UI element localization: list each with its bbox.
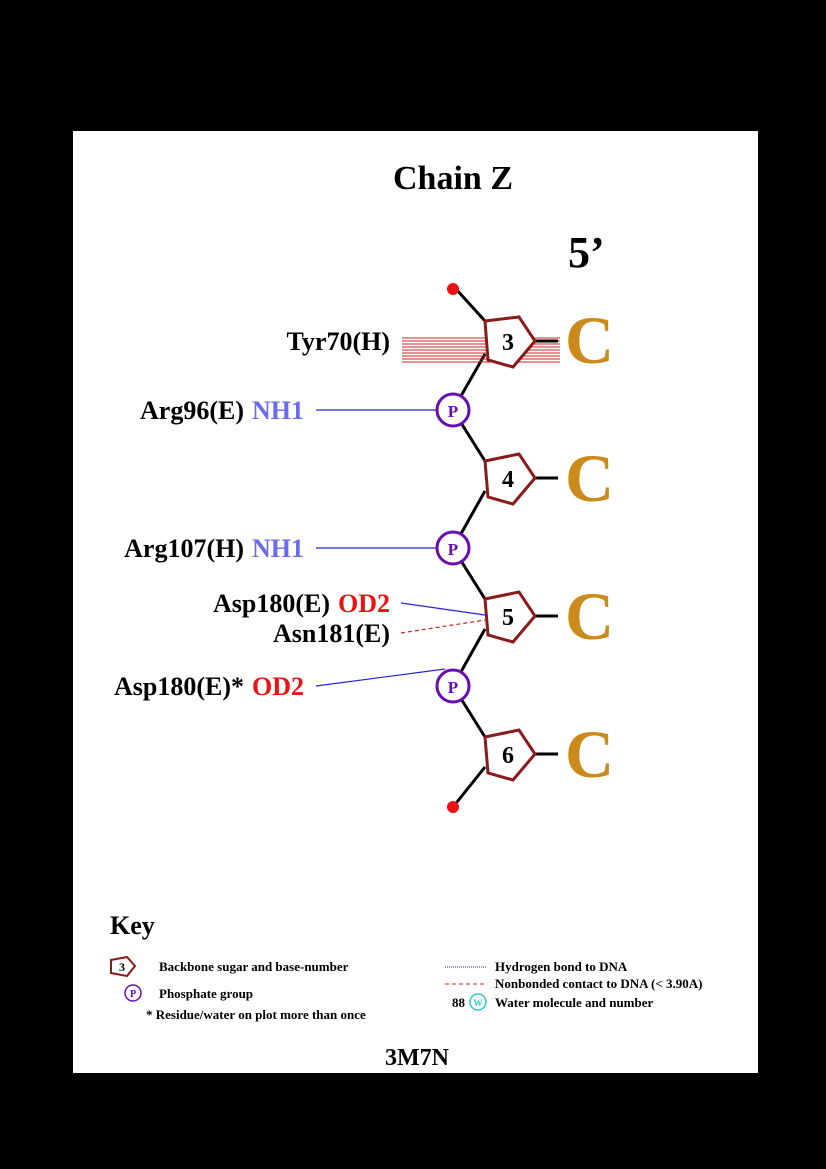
atom-name: OD2 (338, 589, 390, 618)
key-water-letter: W (474, 998, 483, 1008)
five-prime-label: 5’ (568, 228, 605, 277)
sugar-pentagon-4 (483, 452, 537, 506)
key-water-text: Water molecule and number (495, 995, 654, 1010)
sugar-pentagon-3 (483, 315, 537, 369)
key-sugar-number: 3 (119, 960, 125, 974)
sugar-number-4: 4 (502, 467, 514, 493)
residue-label-arg96: Arg96(E) NH1 (140, 396, 304, 425)
key-water-icon (469, 993, 487, 1011)
phosphate-label: P (448, 678, 458, 697)
phosphate-label: P (448, 402, 458, 421)
terminal-dot-3prime (447, 801, 459, 813)
nucleotide-3: 3 C (483, 302, 614, 378)
backbone-segment (451, 766, 487, 808)
residue-label-asp180: Asp180(E) OD2 (213, 589, 390, 618)
sugar-pentagon-5 (483, 590, 537, 644)
base-letter-6: C (565, 716, 614, 792)
phosphate-label: P (448, 540, 458, 559)
nucleotide-4: 4 C (483, 440, 614, 516)
backbone-segment (454, 287, 487, 323)
residue-label-arg107: Arg107(H) NH1 (124, 534, 304, 563)
hbond-line-asp180-star (315, 668, 446, 687)
dna-contact-diagram: Chain Z 5’ 3 C 4 C (110, 160, 702, 1071)
residue-name: Arg107(H) (124, 534, 244, 563)
residue-label-asp180-star: Asp180(E)* OD2 (114, 672, 304, 701)
phosphate-1: P (435, 392, 471, 428)
nonbonded-line-asn181 (400, 619, 486, 634)
residue-label-tyr70: Tyr70(H) (287, 327, 391, 356)
residue-name: Arg96(E) (140, 396, 244, 425)
key-phosphate-text: Phosphate group (159, 986, 253, 1001)
key-star-text: * Residue/water on plot more than once (146, 1007, 366, 1022)
key-water-number: 88 (452, 995, 466, 1010)
base-letter-4: C (565, 440, 614, 516)
sugar-number-5: 5 (502, 605, 514, 631)
key-hbond-text: Hydrogen bond to DNA (495, 959, 628, 974)
phosphate-3: P (435, 668, 471, 704)
key-phosphate-letter: P (130, 989, 136, 1000)
key-title: Key (110, 911, 155, 940)
key-sugar-text: Backbone sugar and base-number (159, 959, 349, 974)
sugar-number-3: 3 (502, 330, 514, 356)
key-nonbonded-text: Nonbonded contact to DNA (< 3.90A) (495, 976, 702, 991)
terminal-dot-5prime (447, 283, 459, 295)
phosphate-2: P (435, 530, 471, 566)
residue-name: Asp180(E)* (114, 672, 244, 701)
key-phosphate-icon (124, 984, 142, 1002)
atom-name: NH1 (252, 534, 304, 563)
atom-name: NH1 (252, 396, 304, 425)
phosphate-circle (435, 392, 471, 428)
residue-label-asn181: Asn181(E) (273, 619, 390, 648)
key-legend: Key 3 Backbone sugar and base-number P P… (110, 911, 702, 1022)
nucleotide-6: 6 C (483, 716, 614, 792)
phosphate-circle (435, 530, 471, 566)
base-letter-3: C (565, 302, 614, 378)
chain-title: Chain Z (393, 160, 513, 197)
residue-name: Asp180(E) (213, 589, 330, 618)
atom-name: OD2 (252, 672, 304, 701)
hbond-line-asp180 (400, 602, 486, 616)
key-sugar-icon (110, 955, 137, 978)
phosphate-circle (435, 668, 471, 704)
pdb-id: 3M7N (385, 1045, 450, 1071)
diagram-page: Chain Z 5’ 3 C 4 C (73, 131, 758, 1073)
base-letter-5: C (565, 578, 614, 654)
sugar-number-6: 6 (502, 743, 514, 769)
nucleotide-5: 5 C (483, 578, 614, 654)
contact-lines (315, 409, 486, 687)
sugar-pentagon-6 (483, 728, 537, 782)
